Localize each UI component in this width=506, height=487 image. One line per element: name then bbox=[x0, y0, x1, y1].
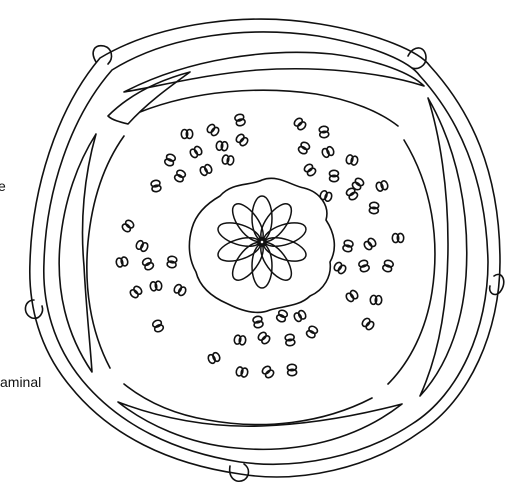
anther-icon bbox=[222, 155, 235, 166]
carpel-lobe bbox=[252, 196, 272, 240]
anther-icon bbox=[141, 257, 154, 271]
anther-icon bbox=[375, 180, 389, 192]
anther-icon bbox=[164, 153, 176, 167]
anther-icon bbox=[285, 334, 295, 347]
petal-top bbox=[124, 52, 424, 92]
anther-icon bbox=[261, 365, 275, 380]
anther-icon bbox=[382, 259, 394, 273]
anther-icon bbox=[252, 315, 263, 328]
anther-icon bbox=[257, 331, 271, 345]
gynoecium bbox=[189, 178, 334, 312]
anther-icon bbox=[305, 325, 318, 339]
anther-icon bbox=[234, 113, 246, 126]
anther-icon bbox=[333, 261, 348, 275]
anther-icon bbox=[363, 237, 378, 251]
anther-icon bbox=[358, 259, 370, 273]
anther-icon bbox=[370, 295, 382, 305]
anther-icon bbox=[235, 366, 248, 377]
anther-icon bbox=[287, 364, 297, 376]
anther-icon bbox=[321, 146, 335, 159]
anther-icon bbox=[303, 163, 317, 178]
petal-left-lower bbox=[59, 134, 96, 372]
anther-icon bbox=[319, 190, 333, 202]
anther-icon bbox=[152, 319, 165, 333]
anther-icon bbox=[206, 123, 221, 137]
anther-icon bbox=[173, 169, 186, 183]
anther-icon bbox=[181, 130, 192, 139]
anther-icon bbox=[392, 233, 404, 242]
petal-bottom bbox=[118, 402, 402, 449]
anther-icon bbox=[342, 239, 353, 252]
anther-icon bbox=[216, 141, 228, 151]
anther-icon bbox=[361, 317, 376, 331]
anther-icon bbox=[167, 256, 178, 269]
sepal-bump-top-left bbox=[93, 46, 111, 64]
inner-petal-band-left bbox=[87, 136, 124, 368]
anther-icon bbox=[135, 240, 149, 253]
anther-icon bbox=[319, 126, 329, 138]
anther-icon bbox=[121, 219, 135, 234]
anther-icon bbox=[189, 145, 203, 159]
carpel-lobes bbox=[215, 196, 309, 288]
anther-icon bbox=[150, 281, 162, 291]
outer-whorl bbox=[25, 19, 503, 481]
anther-icon bbox=[129, 285, 143, 299]
inner-petal-band-right bbox=[388, 140, 435, 384]
anther-icon bbox=[199, 163, 213, 176]
anther-icon bbox=[207, 352, 221, 365]
anther-icon bbox=[235, 133, 249, 147]
anther-icon bbox=[345, 289, 359, 303]
anther-icon bbox=[173, 283, 187, 296]
anther-icon bbox=[369, 202, 379, 214]
anther-icon bbox=[234, 335, 247, 345]
sepal-bump-right bbox=[490, 274, 504, 294]
anther-icon bbox=[345, 154, 358, 166]
anther-icon bbox=[297, 141, 311, 155]
anther-icon bbox=[276, 309, 289, 323]
carpel-lobe bbox=[252, 244, 272, 288]
inner-petal-band-top bbox=[140, 90, 398, 126]
anther-icon bbox=[150, 180, 161, 193]
anther-icon bbox=[329, 170, 338, 182]
anther-icon bbox=[293, 309, 307, 322]
petal-right bbox=[420, 98, 467, 396]
anther-icon bbox=[115, 256, 128, 267]
anther-icon bbox=[293, 117, 307, 131]
